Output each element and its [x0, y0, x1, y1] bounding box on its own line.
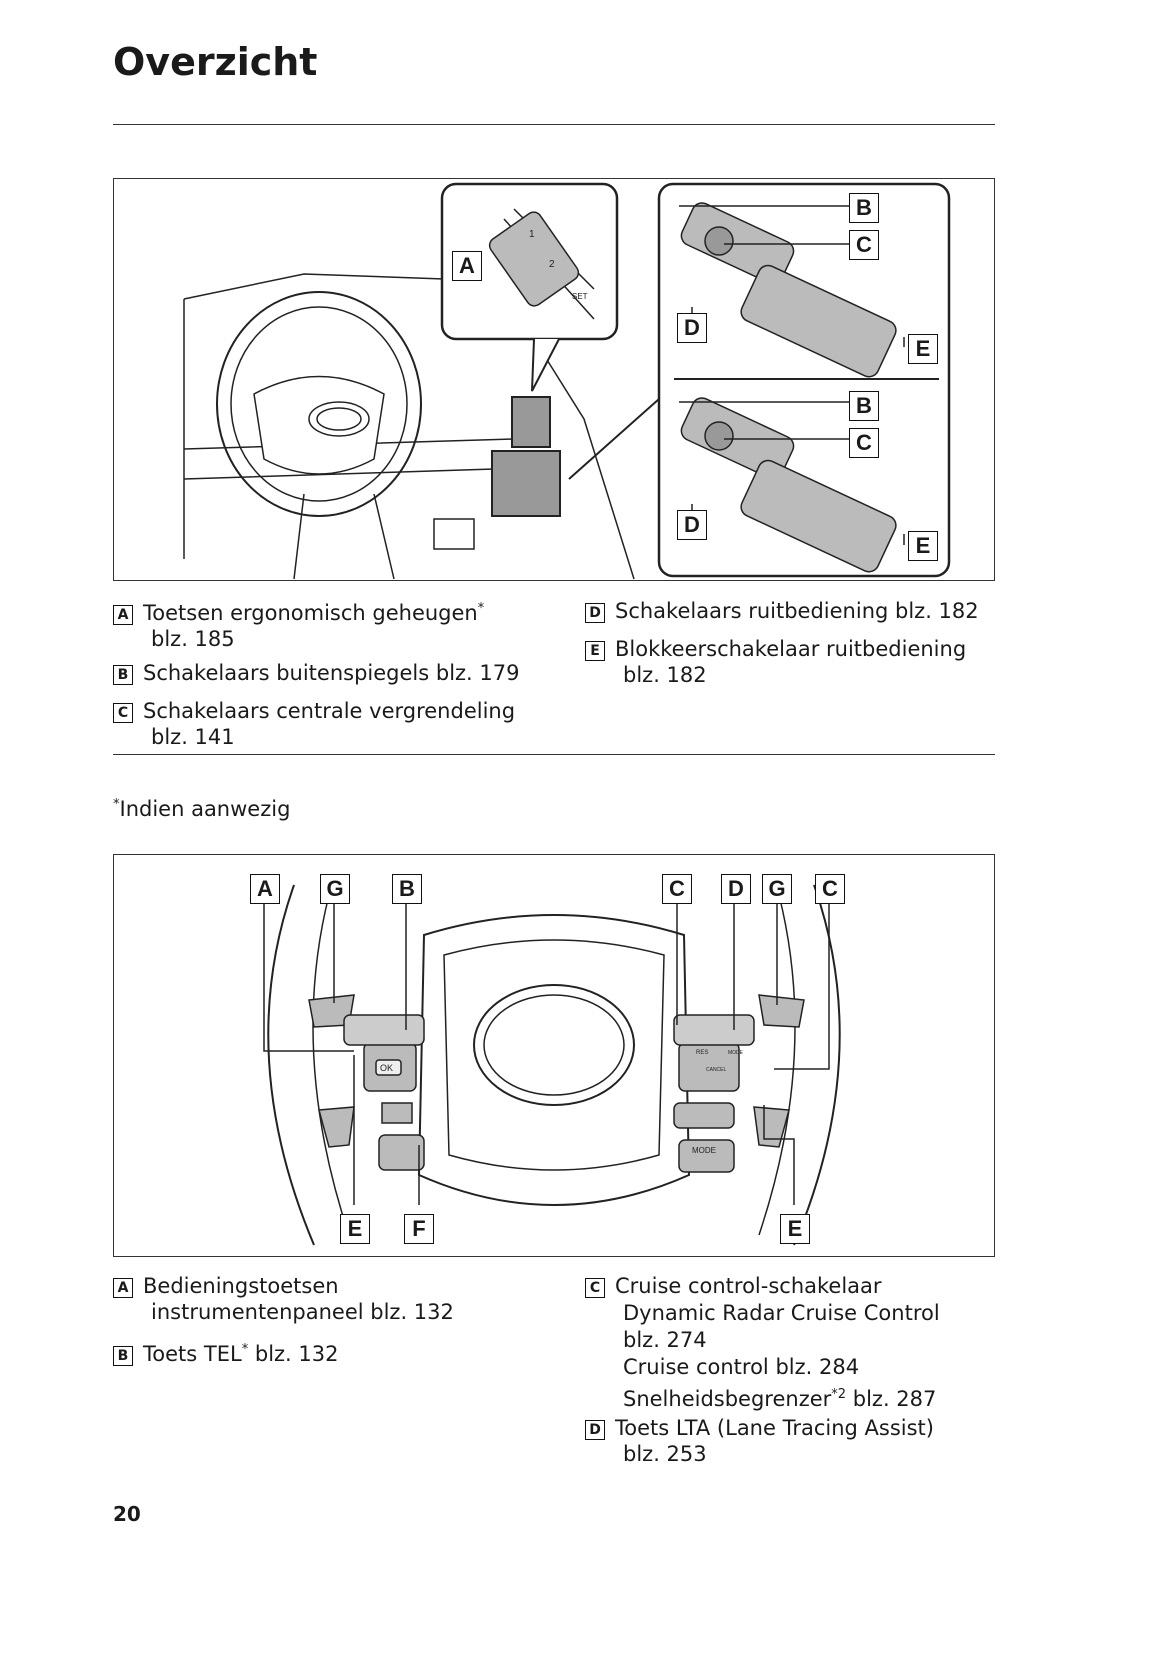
- steering-wheel-illustration: OK MODE RES CANCEL MODE: [263, 884, 841, 1246]
- label-a: A: [250, 874, 280, 904]
- svg-text:MODE: MODE: [728, 1050, 744, 1056]
- divider: [113, 754, 995, 755]
- label-b: B: [392, 874, 422, 904]
- divider: [113, 124, 995, 125]
- figure-driver-door: 1 2 SET A B C D E B C D E: [113, 178, 995, 581]
- label-d: D: [677, 510, 707, 540]
- svg-text:CANCEL: CANCEL: [706, 1067, 727, 1073]
- page-number: 20: [113, 1502, 141, 1526]
- label-d: D: [677, 313, 707, 343]
- label-e: E: [780, 1214, 810, 1244]
- svg-text:RES: RES: [696, 1050, 708, 1056]
- svg-text:SET: SET: [572, 292, 588, 301]
- label-c: C: [849, 428, 879, 458]
- label-c: C: [815, 874, 845, 904]
- label-f: F: [404, 1214, 434, 1244]
- label-c: C: [662, 874, 692, 904]
- label-g: G: [762, 874, 792, 904]
- svg-text:2: 2: [549, 259, 555, 270]
- label-d: D: [721, 874, 751, 904]
- label-c: C: [849, 230, 879, 260]
- page-title: Overzicht: [113, 40, 318, 84]
- label-a: A: [452, 251, 482, 281]
- svg-text:OK: OK: [380, 1063, 393, 1073]
- figure-steering-wheel: OK MODE RES CANCEL MODE A G B C D G C E …: [113, 854, 995, 1257]
- driver-door-illustration: 1 2 SET: [183, 182, 951, 580]
- label-b: B: [849, 391, 879, 421]
- label-e: E: [908, 531, 938, 561]
- footnote: *Indien aanwezig: [113, 797, 291, 821]
- svg-text:1: 1: [529, 229, 535, 240]
- label-e: E: [908, 334, 938, 364]
- label-g: G: [320, 874, 350, 904]
- svg-text:MODE: MODE: [692, 1146, 716, 1155]
- label-b: B: [849, 193, 879, 223]
- label-e: E: [340, 1214, 370, 1244]
